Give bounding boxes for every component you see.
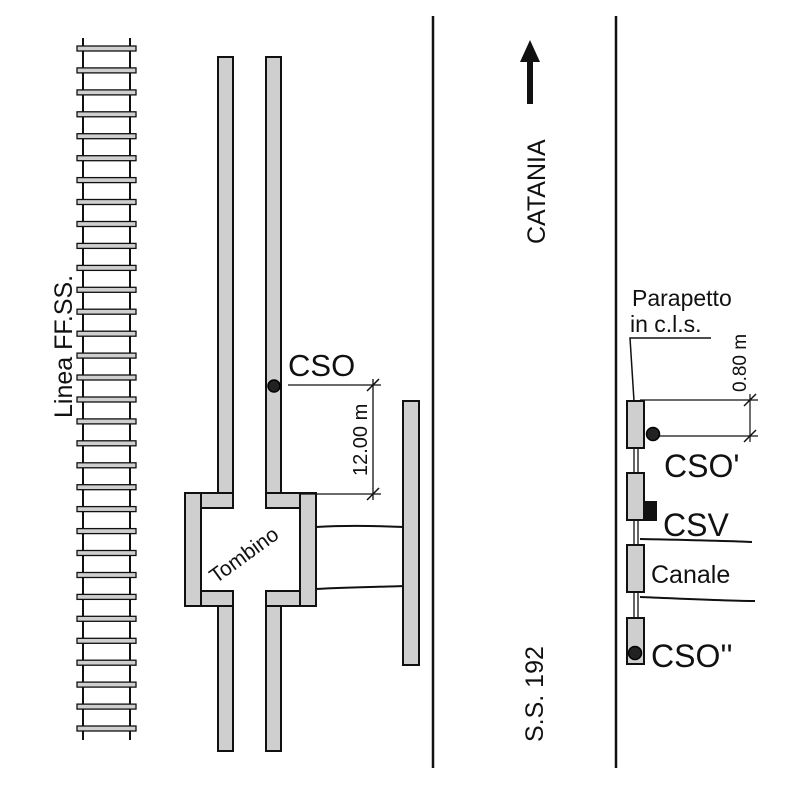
railway-sleeper (76, 484, 137, 491)
height-tick-bottom (743, 429, 757, 443)
railway-sleepers (76, 45, 137, 732)
canal-line-bottom (639, 596, 756, 602)
railway-sleeper (76, 67, 137, 74)
road-label: S.S. 192 (521, 646, 549, 742)
railway-sleeper (76, 505, 137, 513)
railway-sleeper (76, 176, 137, 184)
parapet-block-1 (626, 400, 645, 449)
parapet-label-line1: Parapetto (632, 285, 732, 311)
railway-sleeper (76, 440, 137, 447)
railway-sleeper (76, 264, 137, 272)
railway-sleeper (76, 571, 137, 579)
wall-right-upper (265, 56, 282, 496)
railway-sleeper (76, 462, 137, 469)
canal-line-top (639, 538, 753, 543)
railway-label: Linea FF.SS. (50, 275, 78, 418)
railway-sleeper (76, 615, 137, 622)
railway-sleeper (76, 681, 137, 688)
railway-sleeper (76, 527, 137, 535)
railway-sleeper (76, 308, 137, 315)
parapet-label-line2: in c.l.s. (630, 311, 702, 337)
culvert-bottom-left (200, 590, 234, 607)
wall-left-lower (217, 605, 234, 752)
cso-label: CSO (288, 348, 355, 383)
cso-prime-marker (645, 426, 661, 442)
canal-label: Canale (651, 561, 730, 589)
railway-sleeper (76, 374, 137, 381)
dim-tick-top (366, 378, 380, 392)
cso-double-prime-marker (627, 645, 643, 661)
railway-sleeper (76, 198, 137, 206)
railway-sleeper (76, 659, 137, 666)
wall-right-lower (265, 605, 282, 752)
railway-track (76, 38, 137, 740)
railway-sleeper (76, 330, 137, 337)
wall-left-upper (217, 56, 234, 496)
parapet-block-3 (626, 544, 645, 593)
railway-sleeper (76, 725, 137, 732)
direction-label: CATANIA (523, 139, 551, 244)
outlet-wall (402, 400, 420, 666)
railway-sleeper (76, 286, 137, 293)
height-tick-top (743, 393, 757, 407)
railway-sleeper (76, 89, 137, 96)
culvert-wall-east (299, 492, 317, 607)
cso-prime-label: CSO' (664, 448, 739, 484)
dim-tick-bottom (366, 487, 380, 501)
railway-sleeper (76, 155, 137, 162)
distance-label: 12.00 m (350, 404, 372, 476)
culvert-top-left (200, 492, 234, 509)
culvert-bottom-right (265, 590, 301, 607)
cso-point-marker (267, 379, 281, 393)
parapet-blocks (626, 400, 645, 665)
railway-sleeper (76, 242, 137, 250)
parapet-block-2 (626, 472, 645, 521)
railway-sleeper (76, 111, 137, 118)
outlet-channel-top (315, 524, 405, 528)
railway-sleeper (76, 549, 137, 557)
outlet-channel-bottom (315, 585, 405, 590)
railway-sleeper (76, 396, 137, 403)
height-label: 0.80 m (730, 334, 751, 392)
railway-sleeper (76, 220, 137, 228)
railway-sleeper (76, 418, 137, 425)
culvert-structure (184, 56, 317, 752)
railway-sleeper (76, 45, 137, 52)
culvert-top-right (265, 492, 301, 509)
cso-double-prime-label: CSO'' (651, 638, 733, 674)
culvert-wall-west (184, 492, 202, 607)
parapet-leader (629, 337, 711, 402)
csv-marker (644, 501, 657, 521)
north-arrow-icon (520, 40, 540, 104)
railway-sleeper (76, 133, 137, 140)
csv-label: CSV (663, 507, 729, 543)
railway-sleeper (76, 637, 137, 644)
railway-sleeper (76, 352, 137, 359)
culvert-label: Tombino (205, 523, 283, 588)
railway-sleeper (76, 593, 137, 601)
railway-sleeper (76, 703, 137, 710)
